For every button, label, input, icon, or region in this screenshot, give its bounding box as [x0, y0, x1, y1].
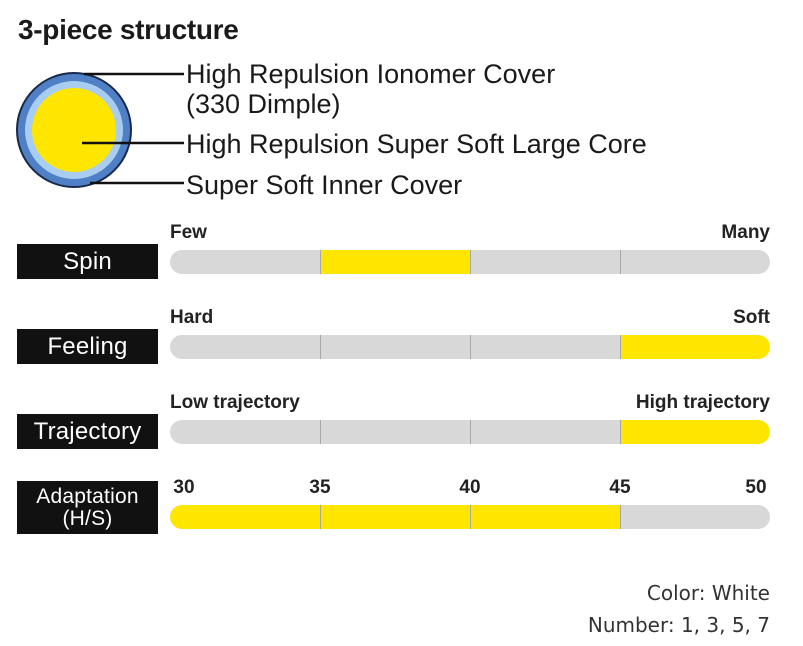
spin-low-label: Few [170, 222, 207, 243]
spin-rating-fill [320, 250, 470, 274]
adaptation-category-line1: Adaptation [36, 484, 139, 508]
trajectory-low-label: Low trajectory [170, 392, 300, 413]
adaptation-tick-30: 30 [173, 477, 195, 498]
structure-label-inner-cover-line1: Super Soft Inner Cover [186, 170, 463, 200]
feeling-rating-track [170, 335, 770, 359]
adaptation-tick-40: 40 [459, 477, 481, 498]
adaptation-divider-1 [320, 505, 321, 529]
spin-rating-track [170, 250, 770, 274]
adaptation-category-label: Adaptation (H/S) [17, 481, 158, 534]
rating-row-spin: Few Many Spin [0, 222, 803, 302]
feeling-high-label: Soft [733, 307, 770, 328]
number-info: Number: 1, 3, 5, 7 [587, 613, 770, 637]
adaptation-rating-track [170, 505, 770, 529]
spin-divider-2 [470, 250, 471, 274]
adaptation-rating-fill [170, 505, 620, 529]
rating-row-adaptation: 30 35 40 45 50 Adaptation (H/S) [0, 477, 803, 557]
feeling-rating-fill [620, 335, 770, 359]
trajectory-divider-3 [620, 420, 621, 444]
trajectory-rating-track [170, 420, 770, 444]
spin-divider-1 [320, 250, 321, 274]
trajectory-high-label: High trajectory [635, 392, 770, 413]
structure-label-cover-line2: (330 Dimple) [186, 89, 341, 119]
trajectory-divider-1 [320, 420, 321, 444]
structure-label-core: High Repulsion Super Soft Large Core [186, 129, 647, 159]
adaptation-tick-50: 50 [745, 477, 767, 498]
feeling-category-label: Feeling [17, 329, 158, 364]
feeling-low-label: Hard [170, 307, 214, 328]
trajectory-rating-fill [620, 420, 770, 444]
feeling-divider-1 [320, 335, 321, 359]
color-info: Color: White [646, 581, 770, 605]
rating-row-trajectory: Low trajectory High trajectory Trajector… [0, 392, 803, 472]
structure-label-cover: High Repulsion Ionomer Cover (330 Dimple… [186, 59, 555, 119]
spin-category-label: Spin [17, 244, 158, 279]
adaptation-divider-2 [470, 505, 471, 529]
ball-cross-section-diagram [16, 72, 184, 188]
feeling-divider-3 [620, 335, 621, 359]
spin-divider-3 [620, 250, 621, 274]
trajectory-category-text: Trajectory [33, 417, 142, 445]
feeling-divider-2 [470, 335, 471, 359]
adaptation-tick-35: 35 [309, 477, 331, 498]
spin-category-text: Spin [63, 247, 112, 275]
structure-label-core-line1: High Repulsion Super Soft Large Core [186, 129, 647, 159]
rating-row-feeling: Hard Soft Feeling [0, 307, 803, 387]
core-layer [32, 88, 116, 172]
feeling-category-text: Feeling [47, 332, 128, 360]
trajectory-divider-2 [470, 420, 471, 444]
adaptation-category-line2: (H/S) [62, 506, 113, 530]
spin-high-label: Many [721, 222, 770, 243]
adaptation-tick-45: 45 [609, 477, 631, 498]
adaptation-category-text: Adaptation (H/S) [36, 484, 139, 530]
page-title: 3-piece structure [18, 14, 239, 45]
structure-label-inner-cover: Super Soft Inner Cover [186, 170, 462, 200]
trajectory-category-label: Trajectory [17, 414, 158, 449]
structure-label-cover-line1: High Repulsion Ionomer Cover [186, 59, 556, 89]
adaptation-divider-3 [620, 505, 621, 529]
